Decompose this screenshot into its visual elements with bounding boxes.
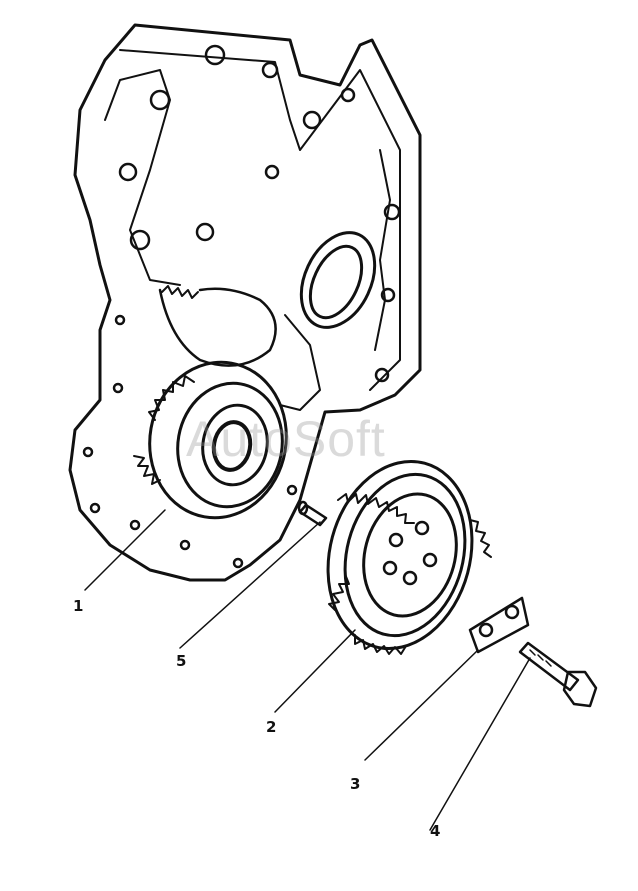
callout-2: 2 (266, 718, 277, 736)
hex-bolt (518, 641, 598, 708)
seal-ring-inner (308, 244, 364, 320)
gasket (279, 314, 321, 411)
timing-cover-outline (68, 23, 422, 582)
lock-plate (468, 596, 530, 654)
cover-bolt-holes (82, 44, 401, 569)
cover-inner-rib-2 (104, 69, 181, 286)
cover-rib-3 (374, 149, 391, 351)
idler-gear (133, 360, 288, 520)
upper-gear-teeth (161, 285, 199, 299)
camshaft-gear (326, 459, 492, 655)
dowel-pin (297, 500, 328, 527)
seal-ring-outer (299, 231, 377, 329)
upper-gear-partial (158, 287, 277, 367)
watermark-text: AutoSoft (186, 411, 386, 467)
leader-lines (84, 509, 531, 831)
cover-inner-rib (119, 49, 401, 391)
callout-4: 4 (430, 822, 441, 840)
callout-1: 1 (73, 597, 84, 615)
callout-5: 5 (176, 652, 187, 670)
callout-3: 3 (350, 775, 361, 793)
